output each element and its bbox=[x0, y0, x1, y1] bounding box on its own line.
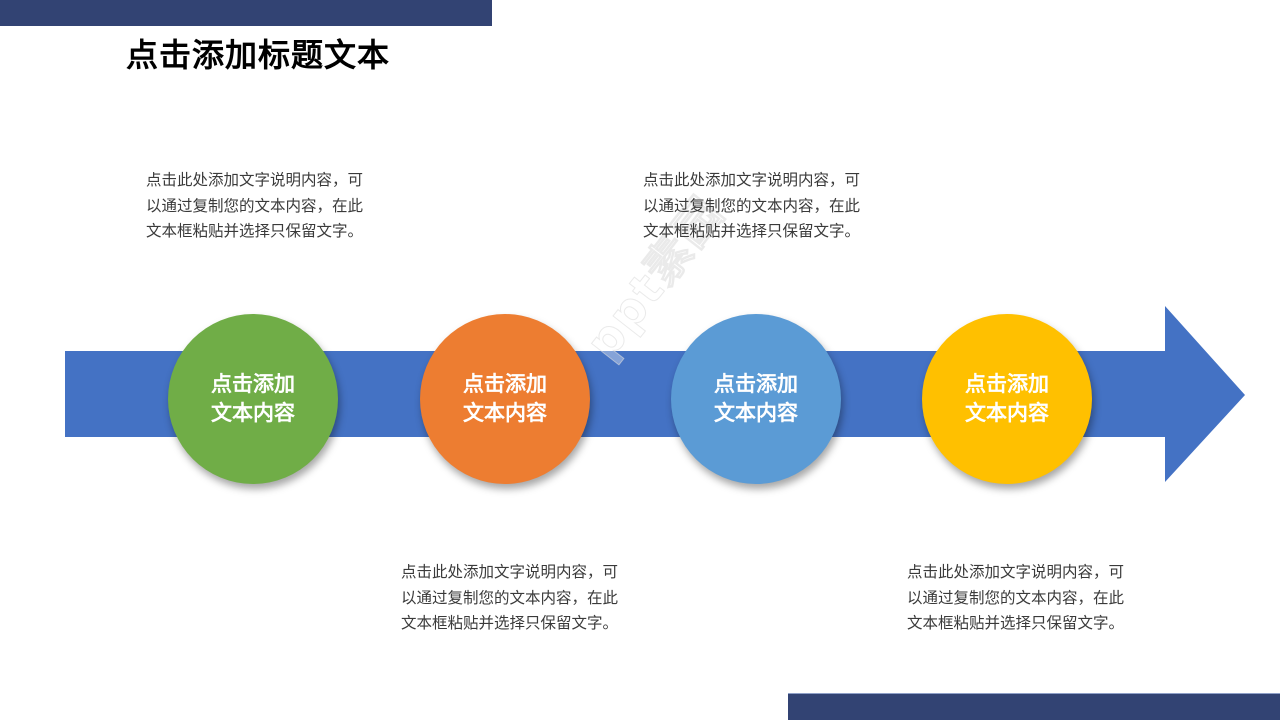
step-3-circle[interactable]: 点击添加 文本内容 bbox=[671, 314, 841, 484]
circle-label-line2: 文本内容 bbox=[714, 401, 798, 425]
step-4-circle[interactable]: 点击添加 文本内容 bbox=[922, 314, 1092, 484]
step-2-description[interactable]: 点击此处添加文字说明内容，可 以通过复制您的文本内容，在此 文本框粘贴并选择只保… bbox=[401, 560, 661, 637]
desc-line: 以通过复制您的文本内容，在此 bbox=[907, 588, 1125, 607]
circle-label-line2: 文本内容 bbox=[965, 401, 1049, 425]
circle-label-line1: 点击添加 bbox=[714, 372, 798, 396]
desc-line: 点击此处添加文字说明内容，可 bbox=[907, 563, 1125, 581]
bottom-accent-bar bbox=[788, 693, 1280, 720]
desc-line: 文本框粘贴并选择只保留文字。 bbox=[401, 614, 619, 632]
desc-line: 文本框粘贴并选择只保留文字。 bbox=[643, 222, 861, 240]
desc-line: 文本框粘贴并选择只保留文字。 bbox=[907, 614, 1125, 632]
circle-label-line2: 文本内容 bbox=[211, 401, 295, 425]
circle-label-line2: 文本内容 bbox=[463, 401, 547, 425]
slide-title[interactable]: 点击添加标题文本 bbox=[126, 36, 391, 74]
circle-label-line1: 点击添加 bbox=[211, 372, 295, 396]
desc-line: 点击此处添加文字说明内容，可 bbox=[146, 171, 364, 189]
step-3-description[interactable]: 点击此处添加文字说明内容，可 以通过复制您的文本内容，在此 文本框粘贴并选择只保… bbox=[643, 168, 903, 245]
desc-line: 文本框粘贴并选择只保留文字。 bbox=[146, 222, 364, 240]
desc-line: 点击此处添加文字说明内容，可 bbox=[401, 563, 619, 581]
desc-line: 以通过复制您的文本内容，在此 bbox=[643, 196, 861, 215]
desc-line: 以通过复制您的文本内容，在此 bbox=[146, 196, 364, 215]
top-accent-bar bbox=[0, 0, 492, 26]
step-1-circle[interactable]: 点击添加 文本内容 bbox=[168, 314, 338, 484]
step-2-circle[interactable]: 点击添加 文本内容 bbox=[420, 314, 590, 484]
desc-line: 以通过复制您的文本内容，在此 bbox=[401, 588, 619, 607]
step-1-description[interactable]: 点击此处添加文字说明内容，可 以通过复制您的文本内容，在此 文本框粘贴并选择只保… bbox=[146, 168, 406, 245]
desc-line: 点击此处添加文字说明内容，可 bbox=[643, 171, 861, 189]
circle-label-line1: 点击添加 bbox=[463, 372, 547, 396]
step-4-description[interactable]: 点击此处添加文字说明内容，可 以通过复制您的文本内容，在此 文本框粘贴并选择只保… bbox=[907, 560, 1167, 637]
circle-label-line1: 点击添加 bbox=[965, 372, 1049, 396]
